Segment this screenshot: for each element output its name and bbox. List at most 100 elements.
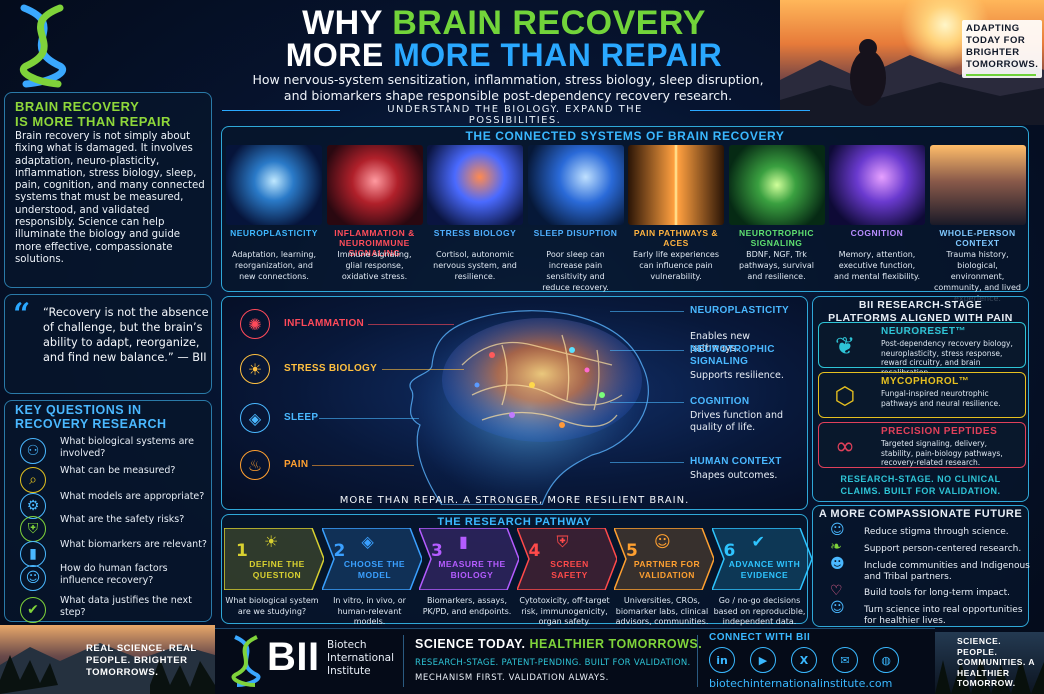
youtube-icon[interactable]: ▶ [750,647,776,673]
right-bottom-caption: SCIENCE. PEOPLE. COMMUNITIES. A HEALTHIE… [957,636,1035,688]
x-icon[interactable]: X [791,647,817,673]
question-text: What biological systems are involved? [60,436,194,459]
question-text: How do human factors influence recovery? [60,563,168,586]
footer: BII Biotech International Institute SCIE… [215,628,935,694]
system-name: STRESS BIOLOGY [433,228,517,238]
step-number: 6 [723,541,736,561]
person-sunset-image [929,145,1026,225]
quote-text: “Recovery is not the absence of challeng… [43,306,209,364]
future-panel: A MORE COMPASSIONATE FUTURE [812,505,1029,627]
brain-panel: MORE THAN REPAIR. A STRONGER, MORE RESIL… [221,296,808,510]
pathway-heading: THE RESEARCH PATHWAY [437,516,592,528]
brain-left-label: PAIN [284,459,309,470]
neuron-network-image [728,145,825,225]
heart-icon: ♡ [830,583,843,599]
step-chevron [516,528,617,590]
step-title: CHOOSE THE MODEL [343,559,406,580]
step-number: 3 [431,541,443,561]
step-title: MEASURE THE BIOLOGY [438,559,506,580]
step-desc: Universities, CROs, biomarker labs, clin… [615,596,709,626]
neuron-image [226,145,322,225]
platform-card: ⬡ MYCOPHOROL™ Fungal-inspired neurotrophic… [818,372,1026,418]
brain-right-desc: Shapes outcomes. [690,470,778,481]
top-right-caption: ADAPTING TODAY FOR BRIGHTER TOMORROWS. [966,23,1039,70]
footer-status: RESEARCH-STAGE. PATENT-PENDING. BUILT FO… [415,658,691,668]
email-icon[interactable]: ✉ [832,647,858,673]
magnifier-icon: ⌕ [20,467,46,493]
system-name: INFLAMMATION & NEUROIMMUNE SIGNALING [334,228,415,258]
quote-mark-icon: “ [13,297,31,332]
brain-right-desc: Drives function and quality of life. [690,410,783,433]
brain-outline-icon: ❦ [834,332,856,360]
connect-heading: CONNECT WITH BII [709,632,811,643]
cube-icon: ◈ [361,532,374,551]
step-desc: What biological system are we studying? [225,596,319,616]
future-text: Reduce stigma through science. [864,527,1009,537]
system-name: WHOLE-PERSON CONTEXT [939,228,1016,248]
question-text: What data justifies the next step? [60,595,192,618]
molecule-icon: ⬡ [834,382,856,410]
question-item: ⌕What can be measured? [20,465,1036,497]
forest-scene: REAL SCIENCE. REAL PEOPLE. BRIGHTER TOMO… [0,625,215,694]
org-name: Biotech International Institute [327,639,395,677]
virus-icon: ✺ [240,309,270,339]
system-desc: BDNF, NGF, Trk pathways, survival and re… [739,250,814,281]
step-desc: Biomarkers, assays, PK/PD, and endpoints… [422,596,512,616]
step-number: 1 [236,541,248,561]
connector-line [610,402,684,403]
page-title-line-1: WHY BRAIN RECOVERY [302,4,706,42]
questions-heading: KEY QUESTIONS IN RECOVERY RESEARCH [15,403,167,431]
intro-heading: BRAIN RECOVERY IS MORE THAN REPAIR [15,99,171,129]
cube-icon: ◈ [240,403,270,433]
step-chevron [321,528,422,590]
platform-desc: Fungal-inspired neurotrophic pathways an… [881,389,1001,408]
people-icon: ☺ [830,522,845,538]
brain-left-label: INFLAMMATION [284,318,365,329]
brain-right-label: HUMAN CONTEXT [690,456,782,467]
connector-line [368,324,454,325]
question-item: ⚇What biological systems are involved? [20,436,1036,468]
system-name: NEUROTROPHIC SIGNALING [739,228,814,248]
quote-panel: “ “Recovery is not the absence of challe… [4,294,212,394]
future-heading: A MORE COMPASSIONATE FUTURE [818,508,1023,520]
sunset-scene: ADAPTING TODAY FOR BRIGHTER TOMORROWS. [780,0,1044,125]
left-bottom-caption: REAL SCIENCE. REAL PEOPLE. BRIGHTER TOMO… [86,643,197,678]
footer-slogan: SCIENCE TODAY. HEALTHIER TOMORROWS. [415,637,703,651]
connector-line [319,418,419,419]
brain-illustration [409,310,649,505]
future-item: ☻Include communities and Indigenous and … [830,557,1030,582]
system-name: COGNITION [850,228,904,238]
system-desc: Memory, attention, executive function, a… [834,250,920,281]
tagline: UNDERSTAND THE BIOLOGY. EXPAND THE POSSI… [387,104,643,126]
brain-left-label: STRESS BIOLOGY [284,363,378,374]
connector-line [382,369,464,370]
future-text: Build tools for long-term impact. [864,588,1011,598]
system-name: SLEEP DISUPTION [533,228,618,238]
dna-logo-icon [10,4,76,88]
step-title: DEFINE THE QUESTION [249,559,305,580]
forest-scene-right: SCIENCE. PEOPLE. COMMUNITIES. A HEALTHIE… [935,632,1044,694]
brain-right-label: NEUROPLASTICITY [690,305,789,316]
system-name: NEUROPLASTICITY [230,228,318,238]
future-text: Support person-centered research. [864,544,1022,554]
globe-icon[interactable]: ◍ [873,647,899,673]
platform-name: MYCOPHOROL™ [881,376,970,387]
step-number: 5 [626,541,638,561]
future-item: ☺Turn science into real opportunities fo… [830,601,1026,626]
bii-logo-text: BII [267,635,320,679]
people-icon: ☺ [654,532,671,551]
step-number: 4 [528,541,541,561]
linkedin-icon[interactable]: in [709,647,735,673]
intro-panel: BRAIN RECOVERY IS MORE THAN REPAIR Brain… [4,92,212,288]
website-link[interactable]: biotechinternationalinstitute.com [709,677,893,690]
brain-right-desc: Enables new pathways. [690,331,750,354]
peptide-chain-icon: ∞ [835,432,855,460]
